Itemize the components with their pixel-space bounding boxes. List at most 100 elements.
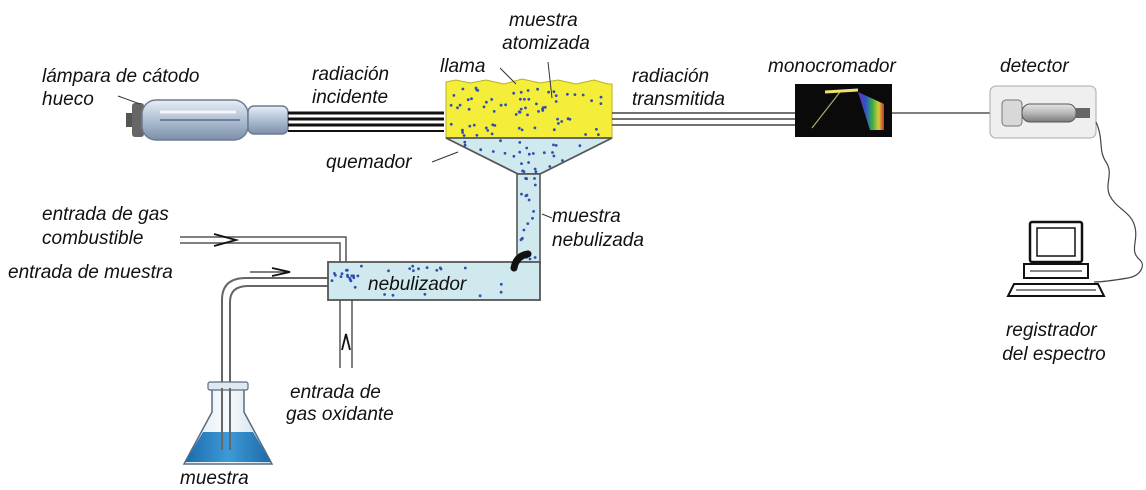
droplet-dot [526,89,530,92]
droplet-dot [346,275,350,278]
droplet-dot [554,94,558,97]
droplet-dot [348,278,352,281]
computer-icon [1006,220,1106,297]
droplet-dot [449,103,453,107]
droplet-dot [423,292,427,296]
droplet-dot [491,150,495,153]
droplet-dot [526,222,530,226]
droplet-dot [485,100,488,104]
droplet-dot [383,293,386,296]
droplet-dot [535,102,538,106]
droplet-dot [520,128,524,132]
droplet-dot [350,274,354,278]
droplet-dot [499,139,502,143]
flame [445,78,613,139]
droplet-dot [554,100,558,103]
droplet-dot [551,151,554,154]
droplet-dot [463,140,467,144]
droplet-dot [345,268,348,272]
droplet-dot [520,162,523,166]
droplet-dot [561,159,564,162]
incident-radiation-label: radiación incidente [312,64,394,108]
droplet-dot [408,267,412,270]
burner-label: quemador [326,152,412,173]
monochromator-icon [795,84,892,137]
droplet-dot [472,123,476,127]
droplet-dot [517,126,521,130]
droplet-dot [425,266,429,269]
droplet-dot [552,154,556,158]
droplet-dot [499,290,503,294]
droplet-dot [522,170,526,174]
droplet-dot [417,267,420,271]
droplet-dot [479,148,483,152]
droplet-dot [527,152,531,156]
droplet-dot [552,128,556,132]
droplet-dot [435,268,439,272]
nebulizer-chamber [327,250,541,301]
hollow-cathode-lamp-icon [126,99,289,141]
droplet-dot [566,117,570,121]
droplet-dot [536,87,539,91]
droplet-dot [518,141,522,144]
droplet-dot [339,275,343,278]
nebulized-sample-tube [516,173,541,265]
droplet-dot [462,134,466,137]
droplet-dot [387,269,390,273]
droplet-dot [524,106,527,110]
sample-capillary [221,277,328,435]
droplet-dot [520,192,523,196]
droplet-dot [484,126,488,130]
droplet-dot [458,103,462,107]
droplet-dot [518,150,522,154]
lamp-label: lámpara de cátodo hueco [42,66,205,110]
droplet-dot [524,194,528,198]
droplet-dot [548,165,552,168]
monochromator-label: monocromador [768,56,896,77]
droplet-dot [578,144,582,148]
droplet-dot [499,282,503,286]
detector-cable [1093,121,1143,283]
droplet-dot [452,94,456,97]
droplet-dot [512,154,516,158]
droplet-dot [527,97,531,101]
burner [445,137,613,175]
droplet-dot [517,110,521,114]
droplet-dot [504,103,507,107]
droplet-dot [573,93,577,96]
droplet-dot [449,122,453,126]
droplet-dot [533,256,537,259]
droplet-dot [519,107,523,111]
droplet-dot [412,269,415,273]
droplet-dot [490,132,494,136]
droplet-dot [463,143,467,147]
droplet-dot [411,264,415,268]
erlenmeyer-flask-icon [182,381,274,465]
droplet-dot [552,90,556,94]
sample-flask-label: muestra [180,468,249,489]
droplet-dot [527,161,530,164]
droplet-dot [584,133,587,136]
droplet-dot [531,152,535,155]
droplet-dot [356,274,360,278]
droplet-dot [475,133,479,137]
droplet-dot [512,91,516,95]
droplet-dot [523,97,526,101]
droplet-dot [595,127,598,131]
nebulizer-label: nebulizador [368,274,467,295]
droplet-dot [533,177,536,180]
droplet-dot [461,128,464,132]
droplet-dot [474,86,478,90]
droplet-dot [552,143,555,147]
sample-inlet-label: entrada de muestra [8,262,173,283]
droplet-dot [525,177,528,181]
droplet-dot [534,170,538,174]
droplet-dot [461,87,465,91]
incident-radiation-beam [288,111,444,132]
droplet-dot [527,198,531,202]
sample-inlet-arrow [250,267,291,277]
transmitted-radiation-beam [612,112,795,126]
droplet-dot [554,144,558,147]
droplet-dot [353,285,357,289]
droplet-dot [493,124,497,127]
